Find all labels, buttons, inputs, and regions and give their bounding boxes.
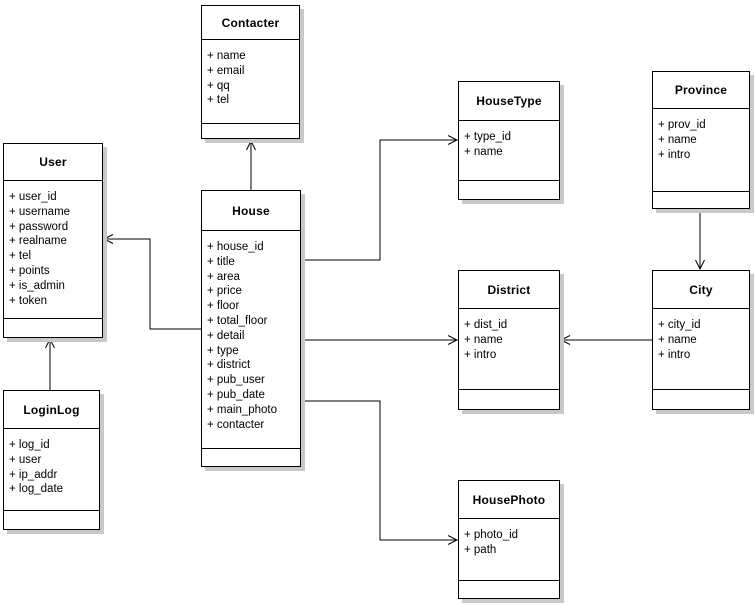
entity-attribute: + contacter (207, 418, 265, 431)
relationship-house-housephoto (302, 400, 457, 541)
entity-attribute: + pub_date (207, 388, 265, 401)
open-arrowhead (246, 139, 256, 151)
entity-attribute: + pub_user (207, 374, 265, 387)
entity-attribute: + points (9, 264, 50, 277)
entity-attributes-compartment: + prov_id + name + intro (653, 109, 749, 192)
entity-title: House (202, 191, 300, 231)
entity-attribute: + intro (658, 148, 691, 161)
entity-attribute: + type (207, 344, 239, 357)
entity-attribute: + dist_id (464, 319, 508, 331)
entity-methods-compartment (653, 192, 749, 208)
entity-attribute: + total_floor (207, 314, 268, 327)
entity-city: City + city_id + name + intro (652, 270, 750, 410)
entity-attribute: + tel (207, 94, 230, 107)
entity-attribute: + path (464, 543, 497, 556)
entity-attribute: + email (207, 64, 245, 77)
entity-title: Contacter (202, 6, 299, 40)
entity-attribute: + tel (9, 250, 32, 263)
entity-title: HousePhoto (459, 481, 559, 519)
entity-attribute: + token (9, 294, 48, 307)
entity-methods-compartment (202, 449, 300, 466)
entity-methods-compartment (202, 124, 299, 138)
entity-province: Province + prov_id + name + intro (652, 71, 750, 209)
open-arrowhead (447, 135, 459, 145)
entity-attribute: + house_id (207, 241, 264, 253)
entity-attribute: + realname (9, 235, 67, 248)
entity-attribute: + price (207, 285, 242, 298)
entity-methods-compartment (459, 390, 559, 409)
entity-attributes-compartment: + name + email + qq + tel (202, 40, 299, 124)
entity-attribute: + log_date (9, 483, 64, 496)
entity-methods-compartment (459, 581, 559, 598)
entity-attribute: + main_photo (207, 403, 278, 416)
entity-district: District + dist_id + name + intro (458, 270, 560, 410)
entity-attribute: + user_id (9, 191, 57, 203)
entity-attribute: + username (9, 205, 71, 218)
entity-title: User (4, 144, 102, 181)
entity-attribute: + password (9, 220, 69, 233)
open-arrowhead (447, 535, 459, 545)
entity-attribute: + prov_id (658, 119, 706, 131)
entity-housephoto: HousePhoto + photo_id + path (458, 480, 560, 599)
entity-title: LoginLog (4, 391, 99, 429)
entity-title: Province (653, 72, 749, 109)
entity-attribute: + floor (207, 300, 240, 313)
entity-attributes-compartment: + city_id + name + intro (653, 309, 749, 390)
entity-methods-compartment (4, 319, 102, 337)
entity-attribute: + district (207, 359, 251, 372)
open-arrowhead (447, 335, 459, 345)
entity-attributes-compartment: + user_id + username + password + realname +… (4, 181, 102, 319)
entity-attribute: + intro (658, 348, 691, 361)
open-arrowhead (102, 234, 114, 244)
entity-loginlog: LoginLog + log_id + user + ip_addr + log_dat… (3, 390, 100, 530)
entity-methods-compartment (459, 181, 559, 199)
open-arrowhead (45, 337, 55, 349)
entity-attribute: + log_id (9, 439, 50, 451)
entity-attribute: + detail (207, 329, 245, 342)
entity-title: District (459, 271, 559, 309)
entity-attribute: + name (658, 133, 697, 146)
open-arrowhead (559, 335, 571, 345)
entity-user: User + user_id + username + password + realn… (3, 143, 103, 338)
entity-methods-compartment (4, 511, 99, 529)
entity-attribute: + title (207, 255, 235, 268)
relationship-house-user (104, 238, 201, 330)
entity-attribute: + type_id (464, 131, 511, 143)
entity-attribute: + name (464, 333, 503, 346)
entity-attribute: + intro (464, 348, 497, 361)
entity-attribute: + city_id (658, 319, 701, 331)
entity-attribute: + ip_addr (9, 468, 58, 481)
entity-attributes-compartment: + dist_id + name + intro (459, 309, 559, 390)
entity-housetype: HouseType + type_id + name (458, 81, 560, 200)
entity-attribute: + user (9, 453, 42, 466)
entity-attribute: + photo_id (464, 529, 519, 541)
entity-attribute: + is_admin (9, 279, 65, 292)
entity-attribute: + area (207, 270, 240, 283)
open-arrowhead (695, 259, 705, 271)
entity-attributes-compartment: + house_id+ title+ area+ price+ floor+ t… (202, 231, 300, 449)
entity-house: House + house_id + title + area + price + flo… (201, 190, 301, 467)
entity-attribute: + name (207, 50, 246, 62)
entity-attribute: + name (464, 145, 503, 158)
entity-title: City (653, 271, 749, 309)
entity-attribute: + name (658, 333, 697, 346)
entity-methods-compartment (653, 390, 749, 409)
entity-attribute: + qq (207, 79, 230, 92)
relationship-house-housetype (302, 139, 457, 261)
entity-title: HouseType (459, 82, 559, 121)
entity-attributes-compartment: + type_id + name (459, 121, 559, 181)
entity-contacter: Contacter + name + email + qq + tel (201, 5, 300, 139)
entity-attributes-compartment: + photo_id + path (459, 519, 559, 581)
entity-attributes-compartment: + log_id + user + ip_addr + log_date (4, 429, 99, 511)
